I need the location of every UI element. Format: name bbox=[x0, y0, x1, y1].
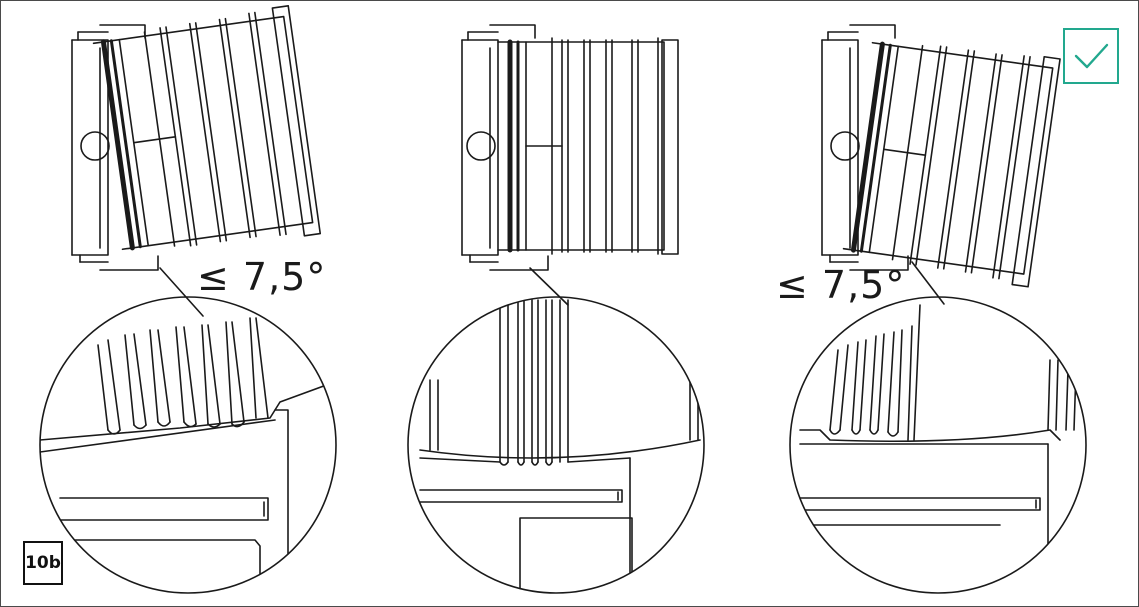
pointer-line-left bbox=[159, 267, 204, 317]
angle-label-right: ≤ 7,5° bbox=[776, 263, 906, 307]
approved-check-box bbox=[1063, 28, 1119, 84]
pipe-drawing-right bbox=[821, 24, 1061, 288]
detail-circle-left bbox=[39, 296, 337, 594]
detail-circle-right bbox=[789, 296, 1087, 594]
pointer-line-middle bbox=[529, 267, 569, 306]
step-label: 10b bbox=[23, 541, 63, 585]
pipe-drawing-left bbox=[71, 5, 322, 271]
clip-circle-right bbox=[830, 131, 860, 161]
angle-label-left: ≤ 7,5° bbox=[197, 255, 327, 299]
pipe-drawing-middle bbox=[461, 24, 679, 271]
clip-circle-left bbox=[80, 131, 110, 161]
detail-circle-middle bbox=[407, 296, 705, 594]
checkmark-icon bbox=[1074, 43, 1109, 69]
clip-circle-middle bbox=[466, 131, 496, 161]
